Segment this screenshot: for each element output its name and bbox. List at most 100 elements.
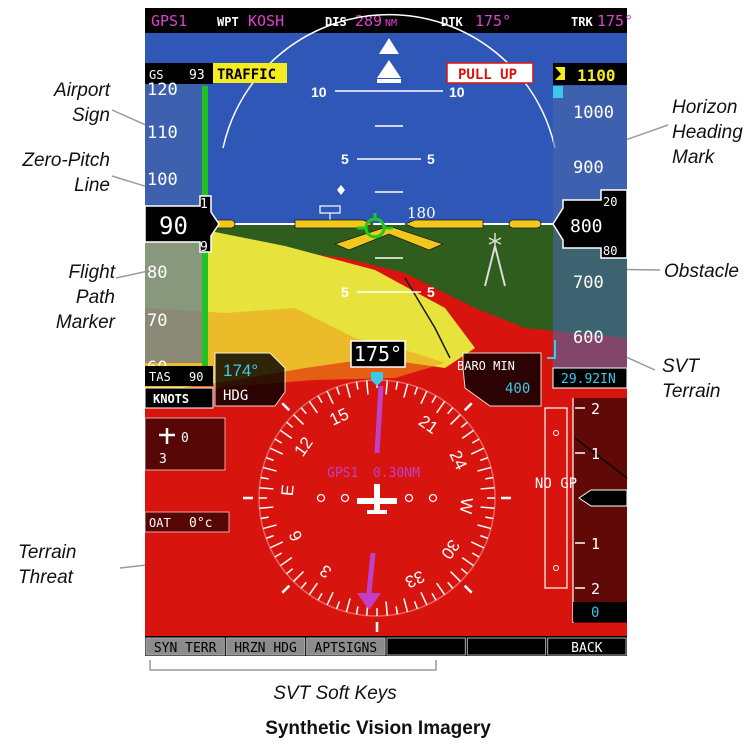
hsi-bezel-mark	[463, 402, 473, 412]
hsi-tick	[317, 395, 323, 404]
hsi-tick	[262, 466, 277, 472]
hsi-tick	[300, 407, 307, 415]
softkey-blank-4[interactable]	[466, 637, 547, 656]
hsi-tick	[259, 506, 274, 510]
altitude-tick-1000: 1000	[573, 103, 614, 123]
hsi-tick	[470, 541, 485, 549]
hsi-bezel-mark	[281, 584, 291, 594]
hsi-tick	[260, 516, 269, 520]
callout-zero-pitch-line: Zero-Pitch Line	[22, 150, 110, 196]
hsi-tick	[485, 476, 494, 480]
callout-svt-terrain: SVT Terrain	[662, 356, 721, 402]
glidepath-dot-top	[553, 430, 559, 436]
hsi-label: W	[456, 497, 476, 515]
softkey-hrzn-hdg[interactable]	[225, 637, 306, 656]
hsi-tick	[471, 438, 480, 444]
airspeed-tick-100: 100	[147, 170, 178, 190]
selected-altitude-box	[553, 63, 627, 85]
top-trk-value: 175°	[597, 12, 633, 30]
hsi-tick	[470, 447, 485, 455]
pull-up-annunciation	[446, 62, 534, 84]
hsi-tick	[461, 429, 475, 439]
terrain-green	[145, 223, 627, 338]
selected-heading-box[interactable]	[214, 352, 286, 407]
softkey-aptsigns[interactable]	[306, 637, 386, 656]
oat-label: OAT	[149, 516, 171, 530]
hsi-tick	[293, 571, 304, 582]
top-nav-source: GPS1	[151, 12, 187, 30]
softkey-back[interactable]	[547, 637, 627, 656]
hsi-nav-source: GPS1	[327, 466, 358, 481]
top-dtk-value: 175°	[475, 12, 511, 30]
wind-arrow-icon	[159, 428, 175, 444]
pitch-label-5-left: 5	[341, 151, 349, 167]
pfd-screen: GPS1 WPT KOSH DIS 289 NM DTK 175° TRK 17…	[144, 8, 633, 656]
vsi-value: 0	[591, 605, 599, 621]
wind-sub: 3	[159, 452, 167, 467]
hsi-tick	[308, 400, 318, 414]
hsi-tick	[403, 598, 409, 613]
top-dis-unit: NM	[385, 18, 397, 29]
groundspeed-box	[145, 63, 213, 84]
hsi-tick	[460, 421, 468, 428]
glidepath-text: NO GP	[535, 476, 577, 492]
wind-box	[144, 417, 226, 471]
hsi-tick	[335, 601, 341, 610]
flight-path-marker-icon	[357, 213, 393, 239]
hsi-tick	[265, 456, 274, 462]
hsi-tick	[431, 592, 437, 601]
selected-altitude: 1100	[577, 66, 616, 85]
altitude-tick-600: 600	[573, 328, 604, 348]
glidepath-dot-bottom	[553, 565, 559, 571]
hsi-tick	[480, 456, 489, 462]
softkey-blank-3[interactable]	[386, 637, 466, 656]
heading-bug-icon	[371, 372, 383, 386]
hsi-tick	[460, 568, 468, 575]
obstacle-icon	[484, 233, 506, 287]
hsi-tick	[259, 486, 274, 490]
vsi-tick-1-up: 1	[591, 445, 600, 463]
altitude-bug-icon	[553, 86, 563, 98]
altitude-tick-900: 900	[573, 158, 604, 178]
svt-soft-keys-label: SVT Soft Keys	[273, 683, 397, 704]
airspeed-units: KNOTS	[153, 392, 189, 406]
hsi-bezel-mark	[463, 584, 473, 594]
hsi-tick	[274, 552, 283, 558]
hsi-tick	[260, 476, 269, 480]
airspeed-tick-70: 70	[147, 311, 167, 331]
hsi-tick	[269, 447, 284, 455]
baro-min-label: BARO MIN	[457, 359, 515, 373]
course-needle-tail	[366, 552, 376, 594]
hsi-tick	[274, 438, 283, 444]
hsi-tick	[269, 541, 284, 549]
hsi-tick	[450, 571, 461, 582]
tas-box	[145, 366, 213, 386]
hsi-tick	[335, 386, 341, 395]
hsi-bezel-mark	[281, 402, 291, 412]
top-dis-label: DIS	[325, 15, 347, 29]
heading-box	[350, 340, 406, 368]
wind-value: 0	[181, 431, 189, 446]
hsi-tick	[345, 383, 351, 398]
gs-value: 93	[189, 68, 205, 83]
hsi-nav-distance: 0.30NM	[373, 466, 420, 481]
hsi-tick	[413, 601, 419, 610]
baro-min-value: 400	[505, 381, 530, 397]
baro-min-box[interactable]	[462, 352, 542, 407]
baro-setting: 29.92IN	[561, 372, 616, 387]
oat-value: 0°c	[189, 516, 212, 531]
hsi-tick	[300, 581, 307, 589]
altitude-pointer-box	[552, 189, 628, 259]
aircraft-wing-left	[294, 219, 375, 229]
minimums-bug-icon	[547, 340, 556, 359]
softkey-syn-terr[interactable]	[145, 637, 225, 656]
airspeed-tick-80: 80	[147, 263, 167, 283]
callout-terrain-threat: Terrain Threat	[18, 542, 77, 588]
terrain-ridge-line	[404, 277, 451, 359]
hsi-tick	[395, 381, 399, 390]
airspeed-current: 90	[159, 212, 188, 240]
airspeed-roll-above: 1	[200, 197, 208, 212]
hsi-tick	[436, 400, 446, 414]
pitch-label-neg5-right: 5	[427, 284, 435, 300]
